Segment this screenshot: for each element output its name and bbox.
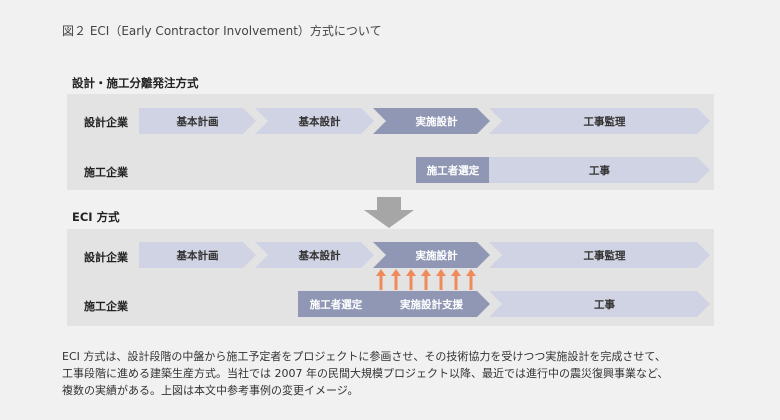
transition-arrow-icon	[364, 197, 414, 228]
step-basic-design: 基本設計	[255, 108, 374, 134]
step-construction: 工事	[489, 157, 710, 183]
step-detailed-design: 実施設計	[373, 108, 490, 134]
description-line: 複数の実績がある。上図は本文中参考事例の変更イメージ。	[62, 384, 359, 397]
description-line: ECI 方式は、設計段階の中盤から施工予定者をプロジェクトに参画させ、その技術協…	[62, 350, 666, 363]
description-text: ECI 方式は、設計段階の中盤から施工予定者をプロジェクトに参画させ、その技術協…	[62, 348, 742, 399]
step-contractor-selection: 施工者選定	[416, 157, 490, 183]
step-construction-supervision: 工事監理	[489, 242, 710, 268]
step-detailed-design: 実施設計	[373, 242, 490, 268]
row-label-design: 設計企業	[84, 116, 128, 129]
step-basic-design: 基本設計	[255, 242, 374, 268]
section-heading-separate: 設計・施工分離発注方式	[72, 76, 199, 90]
section-heading-eci: ECI 方式	[72, 210, 120, 224]
row-label-construction: 施工企業	[84, 166, 128, 179]
step-contractor-selection: 施工者選定	[298, 291, 374, 317]
step-basic-planning: 基本計画	[139, 108, 256, 134]
step-detailed-design-support: 実施設計支援	[373, 291, 490, 317]
figure-title: 図２ ECI（Early Contractor Involvement）方式につ…	[62, 24, 382, 38]
step-basic-planning: 基本計画	[139, 242, 256, 268]
row-label-construction: 施工企業	[84, 300, 128, 313]
step-construction-supervision: 工事監理	[489, 108, 710, 134]
description-line: 工事段階に進める建築生産方式。当社では 2007 年の民間大規模プロジェクト以降…	[62, 367, 669, 380]
row-label-design: 設計企業	[84, 251, 128, 264]
step-construction: 工事	[489, 291, 710, 317]
collaboration-arrows-icon	[376, 269, 476, 290]
